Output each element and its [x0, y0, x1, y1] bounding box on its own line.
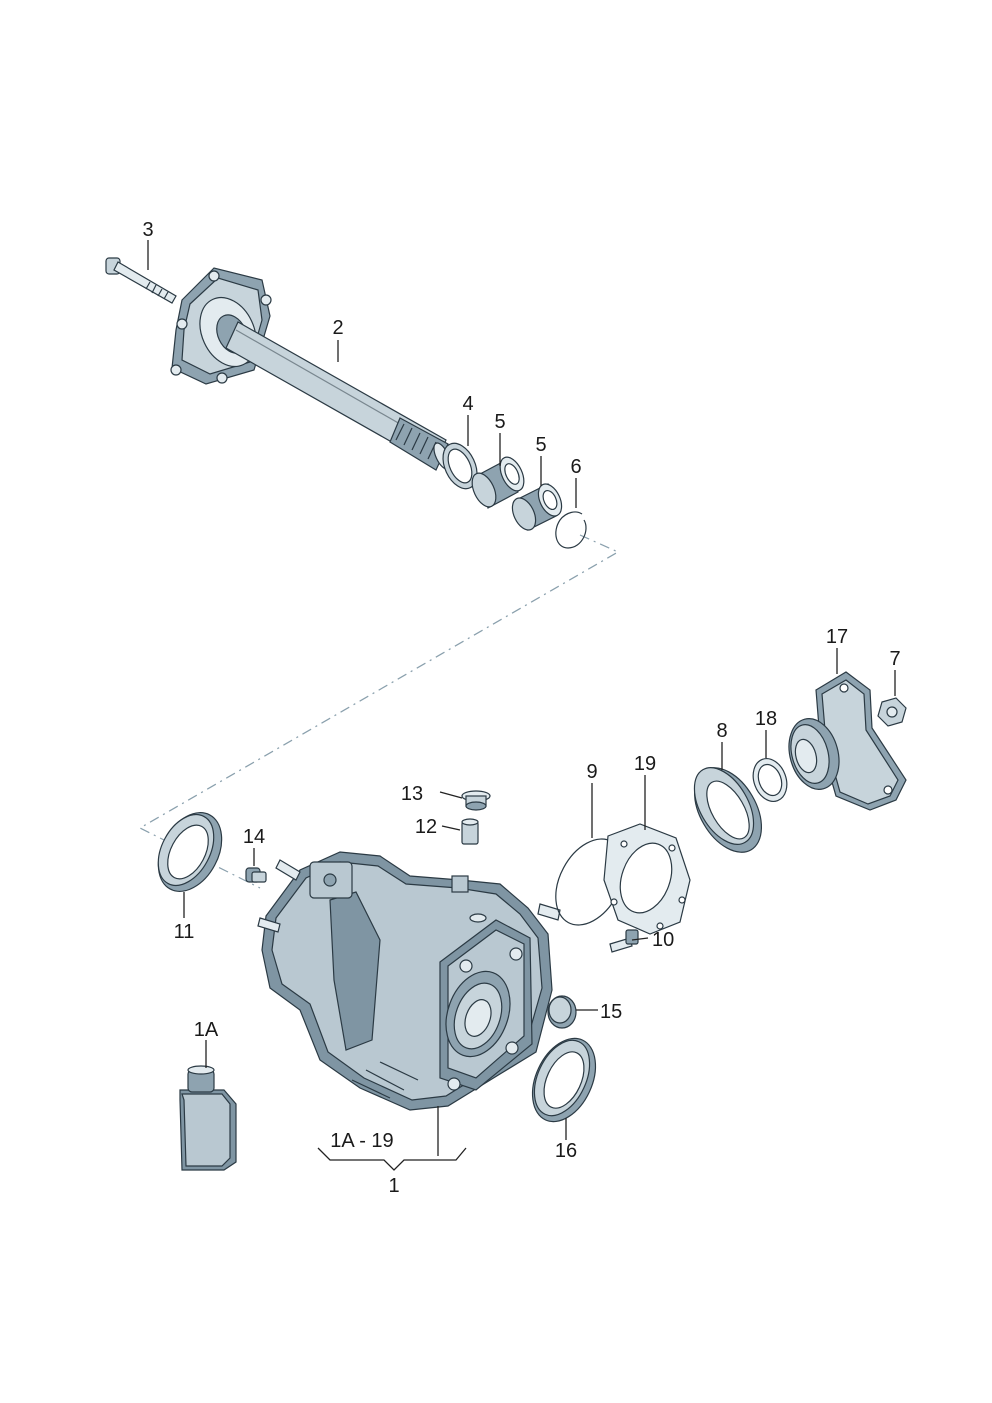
part-19-gasket[interactable] [603, 823, 691, 935]
callout-14: 14 [243, 826, 265, 848]
callout-11: 11 [174, 921, 195, 943]
part-5-bearing-b[interactable] [508, 480, 566, 533]
callout-range: 1A - 19 [330, 1130, 393, 1152]
callout-8: 8 [716, 720, 727, 742]
part-4-ring[interactable] [436, 438, 483, 494]
part-1-transfer-case[interactable] [257, 851, 561, 1111]
callout-6: 6 [570, 456, 581, 478]
part-10-bolt[interactable] [609, 929, 639, 953]
callout-16: 16 [555, 1140, 577, 1162]
part-16-seal[interactable] [520, 1028, 608, 1131]
callout-12: 12 [415, 816, 437, 838]
leader-lines [147, 240, 896, 1171]
callout-3: 3 [142, 219, 153, 241]
part-3-bolt[interactable] [105, 257, 177, 304]
callout-19: 19 [634, 753, 656, 775]
part-8-seal[interactable] [681, 756, 775, 864]
callout-15: 15 [600, 1001, 622, 1023]
part-1A-oil-bottle[interactable] [179, 1065, 237, 1171]
part-11-seal[interactable] [146, 802, 235, 902]
callout-18: 18 [755, 708, 777, 730]
callout-9: 9 [586, 761, 597, 783]
part-14-plug-screw[interactable] [245, 867, 267, 883]
callout-1: 1 [388, 1175, 399, 1197]
part-2-shaft[interactable] [170, 267, 453, 471]
callout-13: 13 [401, 783, 423, 805]
callout-4: 4 [462, 393, 473, 415]
callout-5a: 5 [494, 411, 505, 433]
part-17-flange[interactable] [782, 671, 907, 811]
callout-10: 10 [652, 929, 674, 951]
part-15-plug[interactable] [547, 995, 577, 1029]
callout-17: 17 [826, 626, 848, 648]
part-13-cap[interactable] [461, 790, 491, 811]
part-5-bearing-a[interactable] [467, 453, 528, 510]
part-7-nut[interactable] [877, 697, 907, 727]
part-18-shim[interactable] [747, 754, 792, 806]
part-12-sleeve[interactable] [461, 818, 479, 845]
part-6-circlip[interactable] [555, 511, 587, 549]
callout-2: 2 [332, 317, 343, 339]
callout-7: 7 [889, 648, 900, 670]
callout-5b: 5 [535, 434, 546, 456]
callout-labels: 3 2 4 5 5 6 17 7 8 18 19 9 13 12 14 11 1… [142, 219, 900, 1197]
callout-1A: 1A [194, 1019, 219, 1041]
